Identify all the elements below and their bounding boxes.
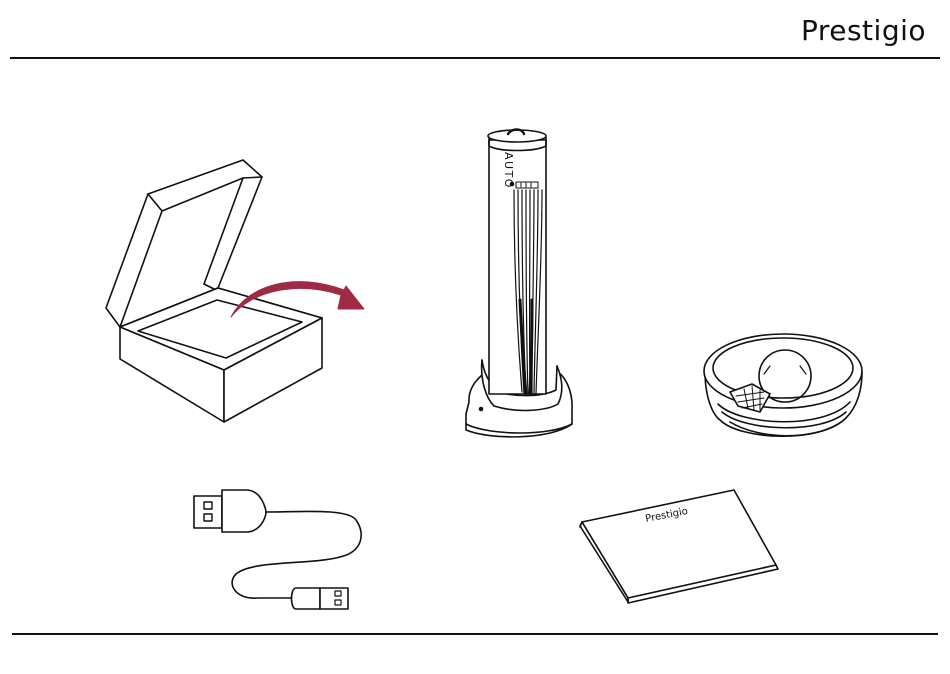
manual-booklet-icon: Prestigio — [580, 490, 778, 603]
usb-cable-icon — [194, 490, 361, 609]
round-base-icon — [704, 334, 862, 436]
diffuser-tower-icon: AUTO — [466, 130, 572, 437]
open-box-icon — [106, 160, 322, 422]
footer-divider — [12, 633, 938, 635]
